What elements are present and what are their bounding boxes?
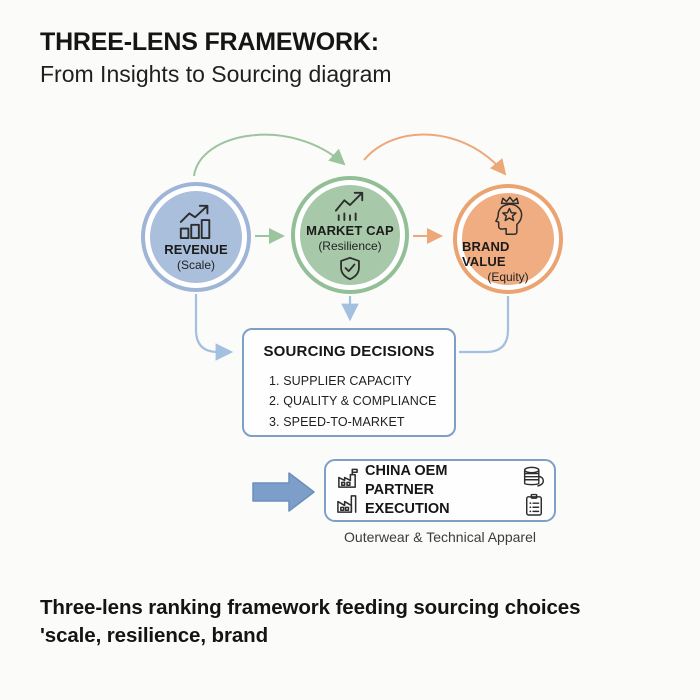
lens-circle-revenue-inner: REVENUE (Scale) — [150, 191, 242, 283]
arrow-brandvalue-to-sourcing — [459, 296, 510, 354]
factory-chimney-icon — [337, 494, 357, 513]
execution-left-icons — [335, 467, 360, 515]
bar-chart-growth-icon — [179, 204, 211, 240]
lens-revenue-sublabel: (Scale) — [176, 258, 215, 272]
execution-title: CHINA OEM PARTNER EXECUTION — [365, 463, 450, 517]
lens-marketcap-label: MARKET CAP — [306, 223, 394, 238]
arrow-revenue-to-sourcing — [194, 294, 234, 361]
line-chart-growth-icon — [334, 191, 364, 221]
head-star-crown-icon — [495, 196, 523, 235]
lens-circle-brandvalue-inner: BRAND VALUE (Equity) — [462, 193, 554, 285]
sourcing-decisions-list: 1. SUPPLIER CAPACITY 2. QUALITY & COMPLI… — [269, 371, 454, 432]
sourcing-decisions-title: SOURCING DECISIONS — [263, 343, 435, 360]
lens-revenue-label: REVENUE — [164, 242, 228, 257]
lens-circle-brandvalue: BRAND VALUE (Equity) — [453, 184, 563, 294]
lens-circle-marketcap: MARKET CAP (Resilience) — [291, 176, 409, 294]
lens-brandvalue-label: BRAND VALUE — [462, 238, 510, 269]
arc-marketcap-to-brandvalue — [363, 133, 507, 176]
list-item: 3. SPEED-TO-MARKET — [269, 414, 405, 429]
list-item: 2. QUALITY & COMPLIANCE — [269, 394, 437, 409]
footer-line-2: 'scale, resilience, brand — [40, 624, 268, 648]
china-oem-execution-box: CHINA OEM PARTNER EXECUTION — [324, 459, 556, 522]
clipboard-checklist-icon — [525, 493, 542, 516]
list-item: 1. SUPPLIER CAPACITY — [269, 374, 412, 388]
lens-marketcap-sublabel: (Resilience) — [318, 239, 382, 253]
sourcing-decisions-box: SOURCING DECISIONS 1. SUPPLIER CAPACITY … — [242, 328, 456, 437]
execution-right-icons — [522, 465, 545, 517]
header: THREE-LENS FRAMEWORK: From Insights to S… — [40, 28, 392, 88]
page-subtitle: From Insights to Sourcing diagram — [40, 61, 392, 87]
lens-brandvalue-sublabel: (Equity) — [487, 269, 529, 284]
thread-spool-icon — [523, 466, 545, 487]
footer-caption: Three-lens ranking framework feeding sou… — [40, 594, 580, 651]
execution-caption: Outerwear & Technical Apparel — [344, 529, 536, 545]
lens-circle-marketcap-inner: MARKET CAP (Resilience) — [300, 185, 400, 285]
lens-circle-revenue: REVENUE (Scale) — [141, 182, 251, 292]
factory-flag-icon — [338, 468, 358, 488]
page-title: THREE-LENS FRAMEWORK: — [40, 28, 379, 56]
footer-line-1: Three-lens ranking framework feeding sou… — [40, 596, 581, 619]
execution-block-arrow-icon — [252, 472, 315, 512]
arc-revenue-to-marketcap — [193, 133, 346, 177]
shield-check-icon — [340, 256, 360, 281]
